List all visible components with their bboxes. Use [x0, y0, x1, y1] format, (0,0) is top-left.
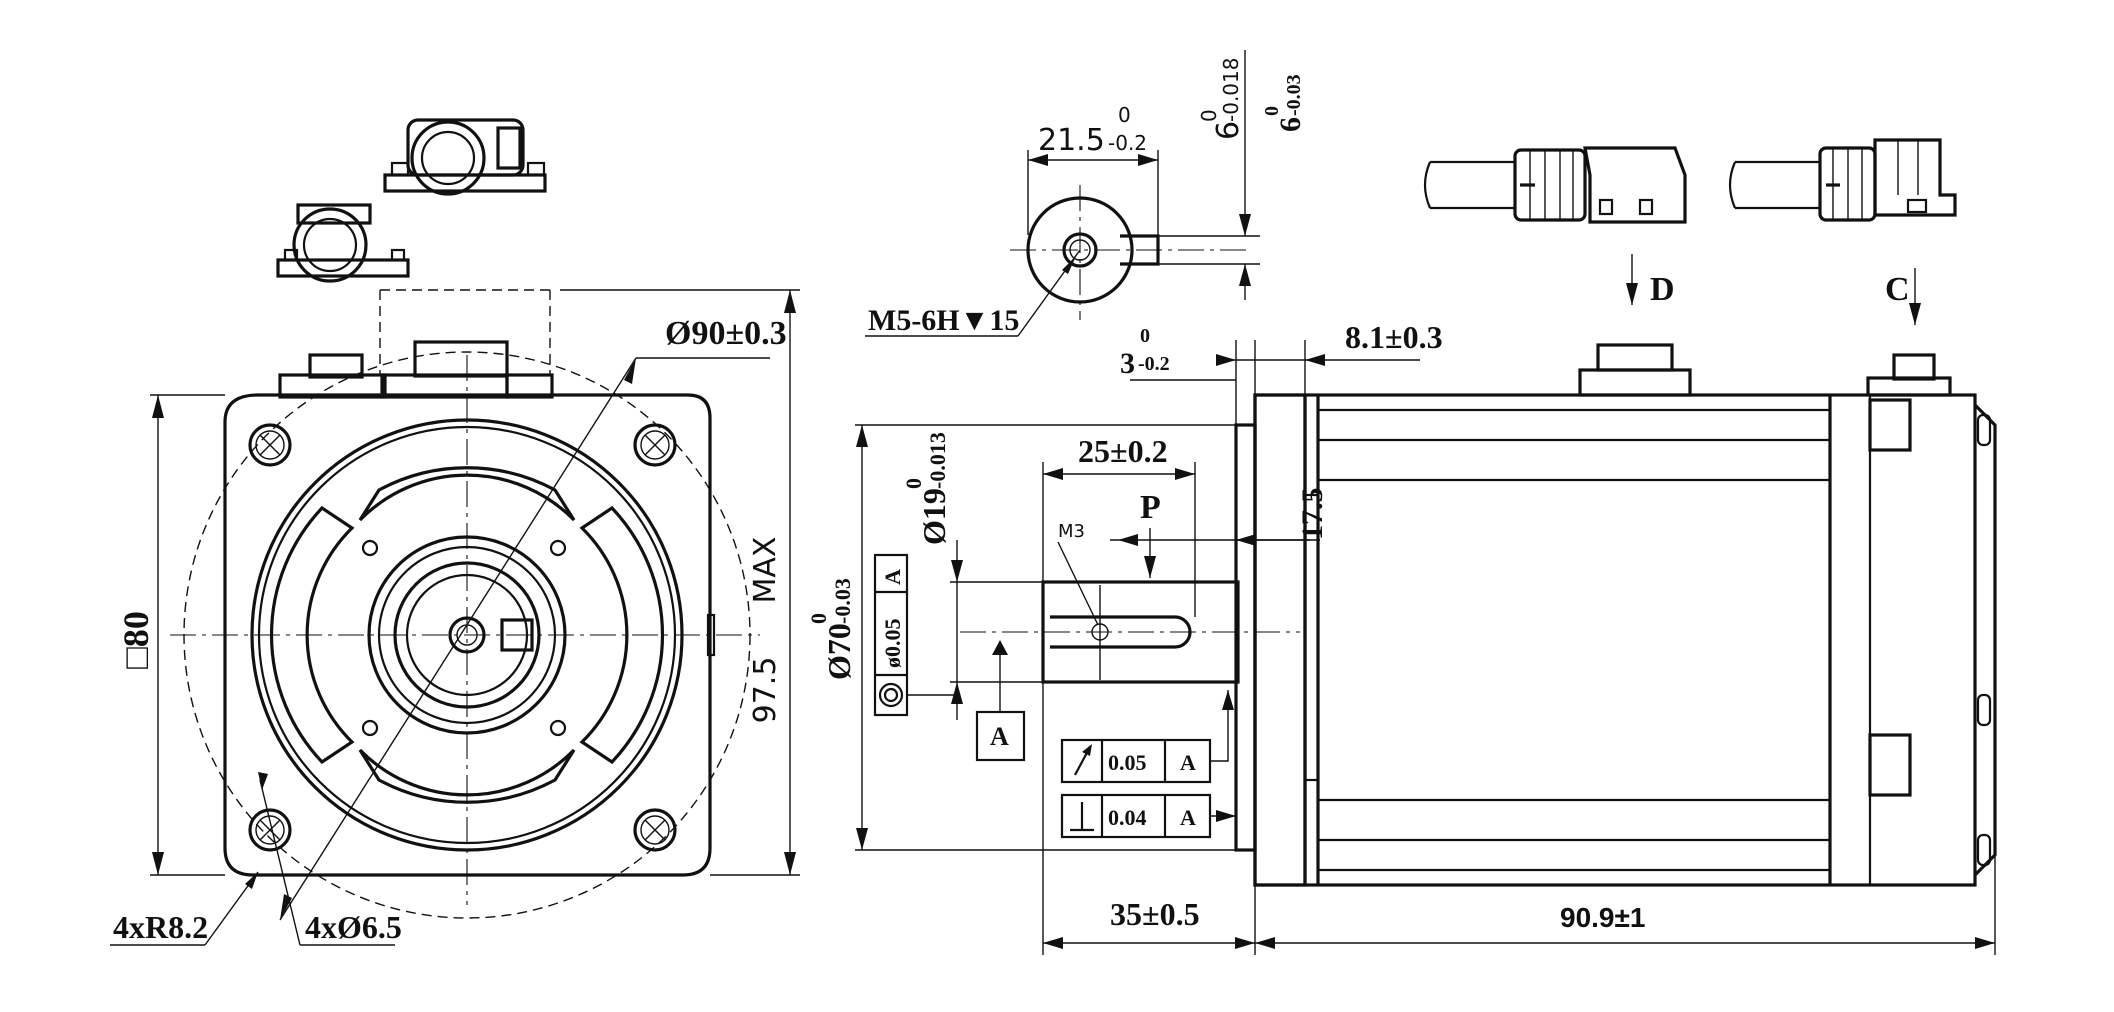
small-hole	[549, 719, 567, 737]
small-hole	[549, 539, 567, 557]
pilot-dia-upper: 0	[806, 613, 831, 624]
view-c-label: C	[1885, 271, 1910, 308]
max-height-dimension: 97.5 MAX	[560, 289, 800, 876]
flange-outline	[223, 393, 712, 877]
shaft-center-hole	[448, 616, 486, 654]
small-thread-text: M3	[1058, 521, 1085, 542]
runout-frame: 0.05 A	[1060, 690, 1234, 784]
slot-bottom	[358, 748, 576, 804]
concentricity-datum: A	[880, 569, 905, 585]
shaft-length-text: 35±0.5	[1110, 896, 1200, 932]
shaft-end-view: 21.5 0 -0.2 6 0 -0.018 6 0 -0.03 M5-6H▼1…	[865, 50, 1307, 337]
max-label: MAX	[748, 537, 783, 604]
datum-a-label: A	[990, 722, 1009, 751]
flange-dim-text: 17.5	[1296, 488, 1329, 541]
concentricity-frame: ø0.05 A	[873, 553, 960, 717]
key-width2-base: 6	[1274, 117, 1307, 132]
runout-datum: A	[1180, 750, 1196, 775]
thread-text: M5-6H▼15	[868, 304, 1019, 337]
view-p-label: P	[1140, 489, 1161, 526]
flange-connectors	[278, 340, 554, 399]
perpendicularity-datum: A	[1180, 805, 1196, 830]
key-width1-base: 6	[1211, 121, 1246, 140]
side-connector-blocks	[1868, 398, 1992, 867]
flange-thk-lower: -0.2	[1138, 353, 1170, 375]
shaft-dia-base: Ø19	[916, 488, 952, 545]
hub-inner	[393, 561, 541, 709]
corner-radius-text: 4xR8.2	[113, 909, 208, 945]
square-value: 80	[116, 611, 156, 647]
mount-hole-br	[633, 808, 677, 852]
slot-left	[270, 505, 355, 765]
pcd-text: Ø90±0.3	[665, 315, 787, 352]
mount-hole-tr	[633, 423, 677, 467]
square-symbol: □	[116, 647, 156, 669]
rear-cap	[1973, 403, 1997, 877]
keyway	[1050, 615, 1192, 649]
small-hole	[361, 719, 379, 737]
mount-hole-bl	[248, 808, 292, 852]
key-height-lower: -0.2	[1108, 131, 1147, 155]
perpendicularity-frame: 0.04 A	[1060, 793, 1236, 839]
key-length-text: 25±0.2	[1078, 433, 1168, 469]
flange-ring-outer	[250, 418, 684, 852]
key-width1-upper: 0	[1197, 109, 1221, 122]
mount-holes-text: 4xØ6.5	[305, 909, 402, 945]
corner-leaders: 4xR8.2 4xØ6.5	[110, 772, 402, 946]
key-width1-lower: -0.018	[1219, 58, 1243, 122]
pilot-dia-lower: -0.03	[830, 578, 855, 624]
pilot-dia-base: Ø70	[821, 623, 857, 680]
connector-projection	[379, 289, 551, 375]
side-top-connectors	[1578, 343, 1952, 397]
connector-icon-upper	[383, 118, 547, 196]
key-height-base: 21.5	[1038, 123, 1105, 158]
slot-right	[579, 505, 664, 765]
concentricity-value: ø0.05	[880, 619, 905, 669]
slot-top	[358, 466, 576, 522]
key-width2-upper: 0	[1261, 106, 1283, 116]
front-view	[170, 289, 760, 919]
flange-thk-base: 3	[1120, 347, 1135, 380]
datum-a: A	[975, 640, 1026, 762]
hub-outer	[367, 535, 567, 735]
pcd-circle	[183, 351, 751, 919]
shaft-dia-upper: 0	[901, 478, 926, 489]
perpendicularity-value: 0.04	[1108, 805, 1147, 830]
motor-body	[1253, 393, 1977, 887]
key-height-upper: 0	[1118, 103, 1131, 127]
flange-thk-upper: 0	[1140, 325, 1150, 347]
hub-ring	[377, 545, 557, 725]
shaft-outer	[405, 573, 529, 697]
mount-hole-tl	[248, 423, 292, 467]
connector-detail-d: D	[1423, 146, 1687, 308]
key-width2-lower: -0.03	[1283, 74, 1305, 116]
connector-detail-c: C	[1728, 138, 1957, 325]
svg-text:□80: □80	[116, 611, 156, 669]
shaft-dia-lower: -0.013	[925, 432, 950, 489]
body-length-text: 90.9±1	[1560, 902, 1645, 933]
max-height-value: 97.5	[748, 657, 783, 724]
square-dimension: □80	[116, 394, 225, 876]
small-hole	[361, 539, 379, 557]
side-bump	[706, 613, 716, 657]
shaft-key-flat	[1120, 234, 1160, 266]
flange-step-text: 8.1±0.3	[1345, 319, 1443, 355]
pcd-dimension: Ø90±0.3	[279, 315, 787, 921]
flange-ring-inner	[257, 425, 677, 845]
shaft-key	[500, 618, 534, 652]
connector-icon-lower	[276, 203, 410, 283]
view-d-label: D	[1650, 271, 1675, 308]
runout-value: 0.05	[1108, 750, 1147, 775]
tie-rods	[1303, 393, 1830, 887]
side-view: M3 P 3 0 -0.2 8.1±0.3 25±0.2 17.5	[806, 319, 1997, 955]
